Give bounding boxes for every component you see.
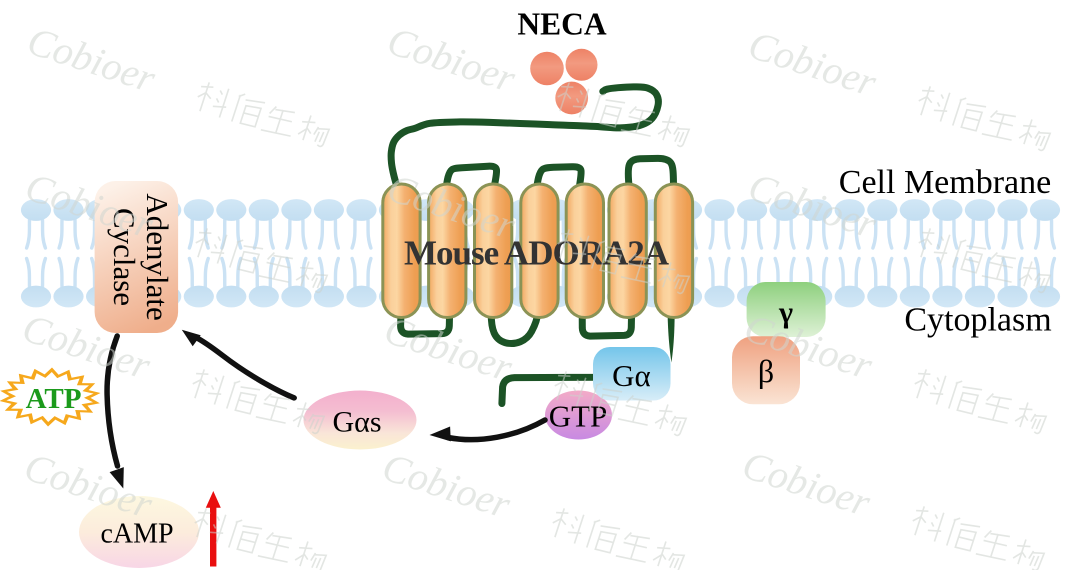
svg-text:Gαs: Gαs — [332, 406, 381, 439]
svg-text:Cytoplasm: Cytoplasm — [904, 302, 1051, 339]
svg-text:β: β — [758, 353, 774, 389]
svg-text:GTP: GTP — [549, 399, 608, 434]
svg-text:NECA: NECA — [517, 7, 607, 42]
svg-text:Mouse ADORA2A: Mouse ADORA2A — [404, 234, 670, 273]
svg-text:Gα: Gα — [612, 358, 651, 393]
svg-text:Cell Membrane: Cell Membrane — [839, 164, 1051, 201]
svg-text:ATP: ATP — [26, 383, 82, 415]
